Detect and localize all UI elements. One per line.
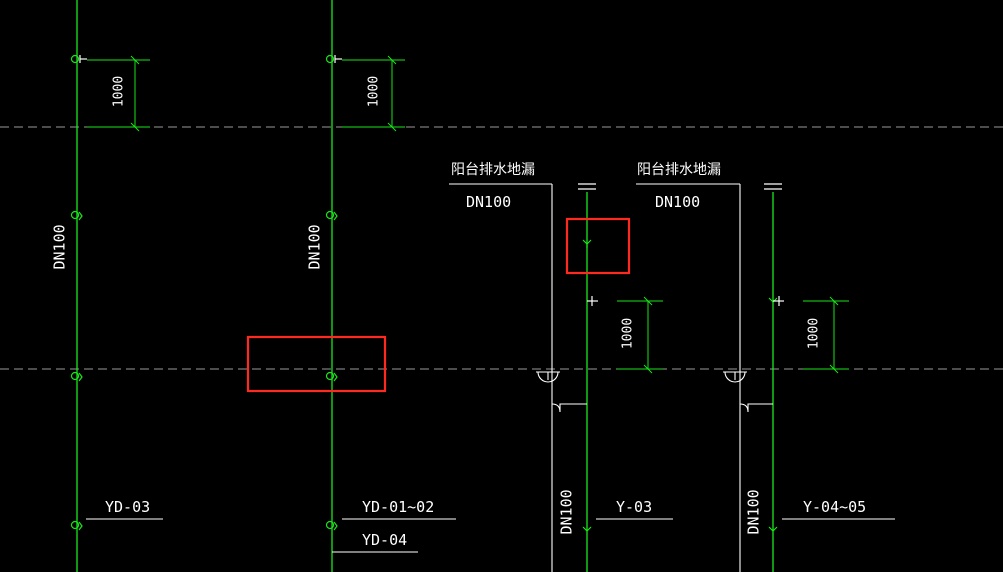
pipe-tag-yd0102: YD-01~02 <box>362 498 435 516</box>
highlight-box-mid <box>246 335 387 393</box>
dimension-label-right2: 1000 <box>806 317 822 350</box>
dimension-label-left: 1000 <box>111 75 127 108</box>
highlight-box-right <box>565 217 631 275</box>
pipe-tag-y03: Y-03 <box>616 498 653 516</box>
dimension-label-mid: 1000 <box>366 75 382 108</box>
pipe-tag-yd04: YD-04 <box>362 531 408 549</box>
annotation-lines <box>86 183 895 572</box>
pipe-cap-right1 <box>578 183 596 190</box>
drain-title-2: 阳台排水地漏 <box>637 162 721 178</box>
dn-label-mid: DN100 <box>305 224 324 270</box>
dn-label-left: DN100 <box>50 224 69 270</box>
pipe-tag-y0405: Y-04~05 <box>803 498 867 516</box>
dn-label-bottom2: DN100 <box>744 489 763 535</box>
drain-size-2: DN100 <box>655 193 701 211</box>
pipe-tag-yd03: YD-03 <box>105 498 151 516</box>
dimension-label-right1: 1000 <box>620 317 636 350</box>
drain-size-1: DN100 <box>466 193 512 211</box>
dimension-lines <box>87 55 849 374</box>
valve-symbols <box>70 54 784 532</box>
pipe-cap-right2 <box>764 183 782 190</box>
dn-label-bottom1: DN100 <box>557 489 576 535</box>
drain-title-1: 阳台排水地漏 <box>451 162 535 178</box>
